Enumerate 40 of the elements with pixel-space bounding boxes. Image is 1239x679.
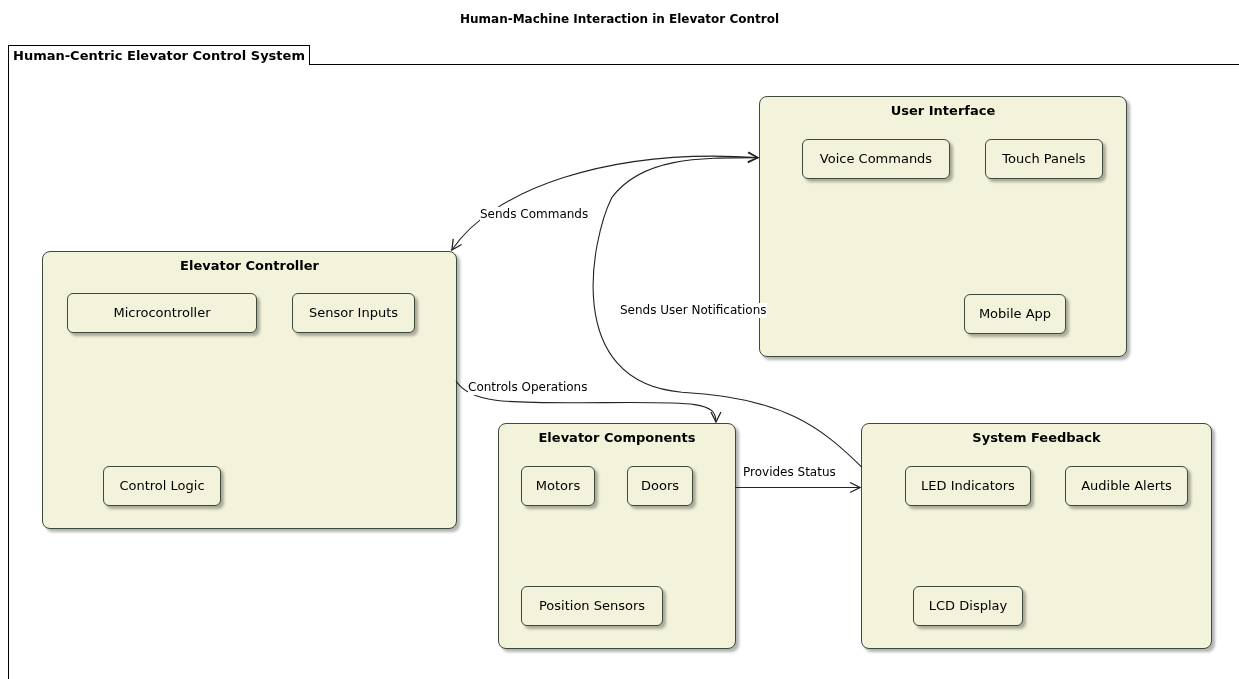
package-tab: Human-Centric Elevator Control System bbox=[8, 45, 310, 65]
component-box bbox=[521, 586, 663, 626]
component-box bbox=[964, 294, 1066, 334]
group-box bbox=[42, 251, 457, 529]
component-box bbox=[1065, 466, 1188, 506]
diagram-title: Human-Machine Interaction in Elevator Control bbox=[458, 11, 781, 28]
component-label: Microcontroller bbox=[113, 304, 211, 323]
component-box bbox=[67, 293, 257, 333]
group-title: Elevator Components bbox=[537, 429, 697, 447]
connector-arrow bbox=[451, 151, 759, 251]
group-box bbox=[498, 423, 736, 649]
connector-arrow bbox=[734, 481, 861, 494]
component-label: Doors bbox=[640, 477, 679, 496]
component-label: Position Sensors bbox=[538, 597, 646, 616]
component-label: Voice Commands bbox=[819, 150, 933, 169]
group-box bbox=[861, 423, 1212, 649]
component-label: LED Indicators bbox=[921, 477, 1015, 496]
edge-label: Sends User Notifications bbox=[620, 303, 767, 318]
component-box bbox=[913, 586, 1023, 626]
component-label: Sensor Inputs bbox=[308, 304, 399, 323]
component-box bbox=[103, 466, 221, 506]
component-box bbox=[627, 466, 693, 506]
component-label: Control Logic bbox=[119, 477, 205, 496]
component-label: Touch Panels bbox=[1002, 150, 1086, 169]
group-title: System Feedback bbox=[971, 429, 1102, 447]
connector-arrow bbox=[455, 380, 721, 423]
component-label: Motors bbox=[535, 477, 581, 496]
component-label: Audible Alerts bbox=[1081, 477, 1172, 496]
component-box bbox=[292, 293, 415, 333]
component-box bbox=[802, 139, 950, 179]
group-title: Elevator Controller bbox=[179, 257, 320, 275]
component-box bbox=[521, 466, 595, 506]
group-title: User Interface bbox=[889, 102, 997, 120]
component-box bbox=[905, 466, 1031, 506]
component-label: LCD Display bbox=[928, 597, 1008, 616]
edge-label: Controls Operations bbox=[468, 380, 588, 395]
component-box bbox=[985, 139, 1103, 179]
component-label: Mobile App bbox=[978, 305, 1052, 324]
edge-label: Sends Commands bbox=[480, 207, 589, 222]
connector-arrow bbox=[592, 152, 863, 468]
